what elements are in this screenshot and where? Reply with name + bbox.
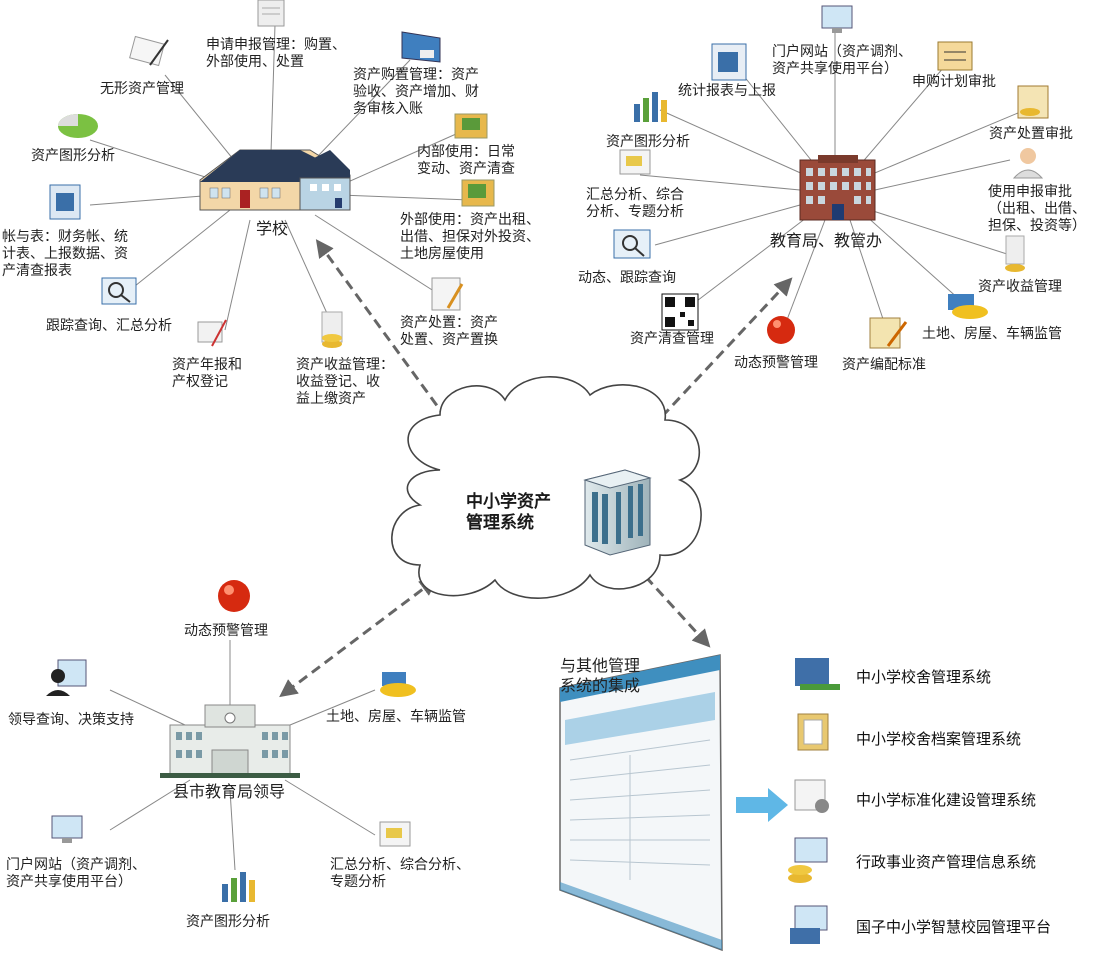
- school-annual-label: 资产年报和 产权登记: [172, 357, 242, 390]
- server-icon: [583, 469, 652, 556]
- document-pen-icon: [431, 277, 464, 311]
- school-apply-label: 申请申报管理：购置、 外部使用、处置: [206, 37, 346, 70]
- county-summary-label: 汇总分析、综合分析、 专题分析: [330, 857, 470, 890]
- bureau-alert-label: 动态预警管理: [734, 355, 818, 371]
- monitor-building-icon: [790, 905, 828, 944]
- monitor-icon: [51, 815, 83, 843]
- integration-screen: [559, 654, 723, 952]
- clipboard-coins-icon: [1017, 85, 1049, 119]
- school-intangible-label: 无形资产管理: [100, 81, 184, 97]
- bureau-report-label: 统计报表与上报: [678, 83, 776, 99]
- school-internal-label: 内部使用：日常 变动、资产清查: [417, 144, 515, 177]
- center-title: 中小学资产 管理系统: [466, 492, 551, 533]
- document-pen-icon: [869, 317, 908, 349]
- bureau-graph-label: 资产图形分析: [606, 134, 690, 150]
- bureau-purchase-plan-label: 申购计划审批: [912, 74, 996, 90]
- archive-folder-icon: [797, 713, 829, 751]
- county-alert-label: 动态预警管理: [184, 623, 268, 639]
- document-icon: [257, 0, 285, 27]
- system-item: 行政事业资产管理信息系统: [856, 853, 1037, 871]
- county-graph-label: 资产图形分析: [186, 914, 270, 930]
- bureau-dispose-approve-label: 资产处置审批: [989, 126, 1073, 142]
- bureau-inventory-label: 资产清查管理: [630, 331, 714, 347]
- coins-icon: [1005, 235, 1025, 272]
- bureau-use-approve-label: 使用申报审批 （出租、出借、 担保、投资等）: [988, 184, 1086, 234]
- checklist-icon: [937, 41, 973, 71]
- alarm-light-icon: [218, 580, 250, 612]
- pie-chart-icon: [58, 114, 98, 138]
- system-item: 国子中小学智慧校园管理平台: [856, 918, 1052, 936]
- magnifier-icon: [613, 229, 651, 259]
- qr-code-icon: [661, 293, 699, 331]
- car-house-icon: [948, 294, 988, 319]
- monitor-icon: [401, 31, 441, 63]
- bureau-vehicle-label: 土地、房屋、车辆监管: [922, 326, 1062, 342]
- system-item: 中小学校舍管理系统: [856, 668, 992, 686]
- pen-paper-icon: [379, 821, 411, 847]
- school-title: 学校: [256, 219, 289, 238]
- checklist-gear-icon: [794, 779, 829, 813]
- school-external-label: 外部使用：资产出租、 出借、担保对外投资、 土地房屋使用: [400, 212, 540, 262]
- coins-icon: [321, 311, 343, 348]
- monitor-coins-icon: [788, 837, 828, 883]
- bureau-building-icon: [799, 155, 876, 221]
- school-track-label: 跟踪查询、汇总分析: [46, 318, 172, 334]
- school-accounts-label: 帐与表：财务帐、统 计表、上报数据、资 产清查报表: [2, 229, 128, 279]
- bureau-norm-label: 资产编配标准: [842, 357, 926, 373]
- monitor-icon: [821, 5, 853, 33]
- folder-icon: [454, 113, 488, 139]
- cloud: [391, 376, 702, 599]
- folder-icon: [461, 179, 495, 207]
- bar-chart-icon: [222, 872, 255, 902]
- bureau-portal-label: 门户网站（资产调剂、 资产共享使用平台）: [772, 44, 912, 77]
- magnifier-icon: [101, 277, 137, 305]
- writing-icon: [197, 319, 227, 347]
- car-house-icon: [380, 672, 416, 697]
- bureau-title: 教育局、教管办: [770, 231, 883, 250]
- user-icon: [1012, 148, 1044, 179]
- paper-pen-icon: [129, 35, 169, 67]
- integration-title: 与其他管理 系统的集成: [560, 656, 641, 695]
- bar-chart-icon: [634, 92, 667, 122]
- building-icon: [795, 658, 840, 690]
- alarm-light-icon: [767, 316, 795, 344]
- county-building-icon: [160, 704, 300, 778]
- county-portal-label: 门户网站（资产调剂、 资产共享使用平台）: [6, 857, 146, 890]
- report-icon: [711, 43, 747, 81]
- county-leader-label: 领导查询、决策支持: [8, 712, 134, 728]
- system-item: 中小学标准化建设管理系统: [856, 791, 1037, 809]
- school-income-label: 资产收益管理： 收益登记、收 益上缴资产: [296, 357, 394, 407]
- school-graph-label: 资产图形分析: [31, 148, 115, 164]
- school-dispose-label: 资产处置：资产 处置、资产置换: [400, 315, 498, 348]
- bureau-income-label: 资产收益管理: [978, 279, 1062, 295]
- integration-arrow: [736, 788, 788, 822]
- school-purchase-label: 资产购置管理：资产 验收、资产增加、财 务审核入账: [353, 67, 479, 117]
- user-monitor-icon: [46, 659, 87, 696]
- county-vehicle-label: 土地、房屋、车辆监管: [326, 709, 466, 725]
- bureau-summary-label: 汇总分析、综合 分析、专题分析: [586, 187, 684, 220]
- system-item: 中小学校舍档案管理系统: [856, 730, 1022, 748]
- report-icon: [49, 184, 81, 220]
- county-title: 县市教育局领导: [173, 782, 286, 801]
- school-building-icon: [199, 149, 351, 211]
- pen-paper-icon: [619, 149, 651, 175]
- bureau-track-label: 动态、跟踪查询: [578, 270, 676, 286]
